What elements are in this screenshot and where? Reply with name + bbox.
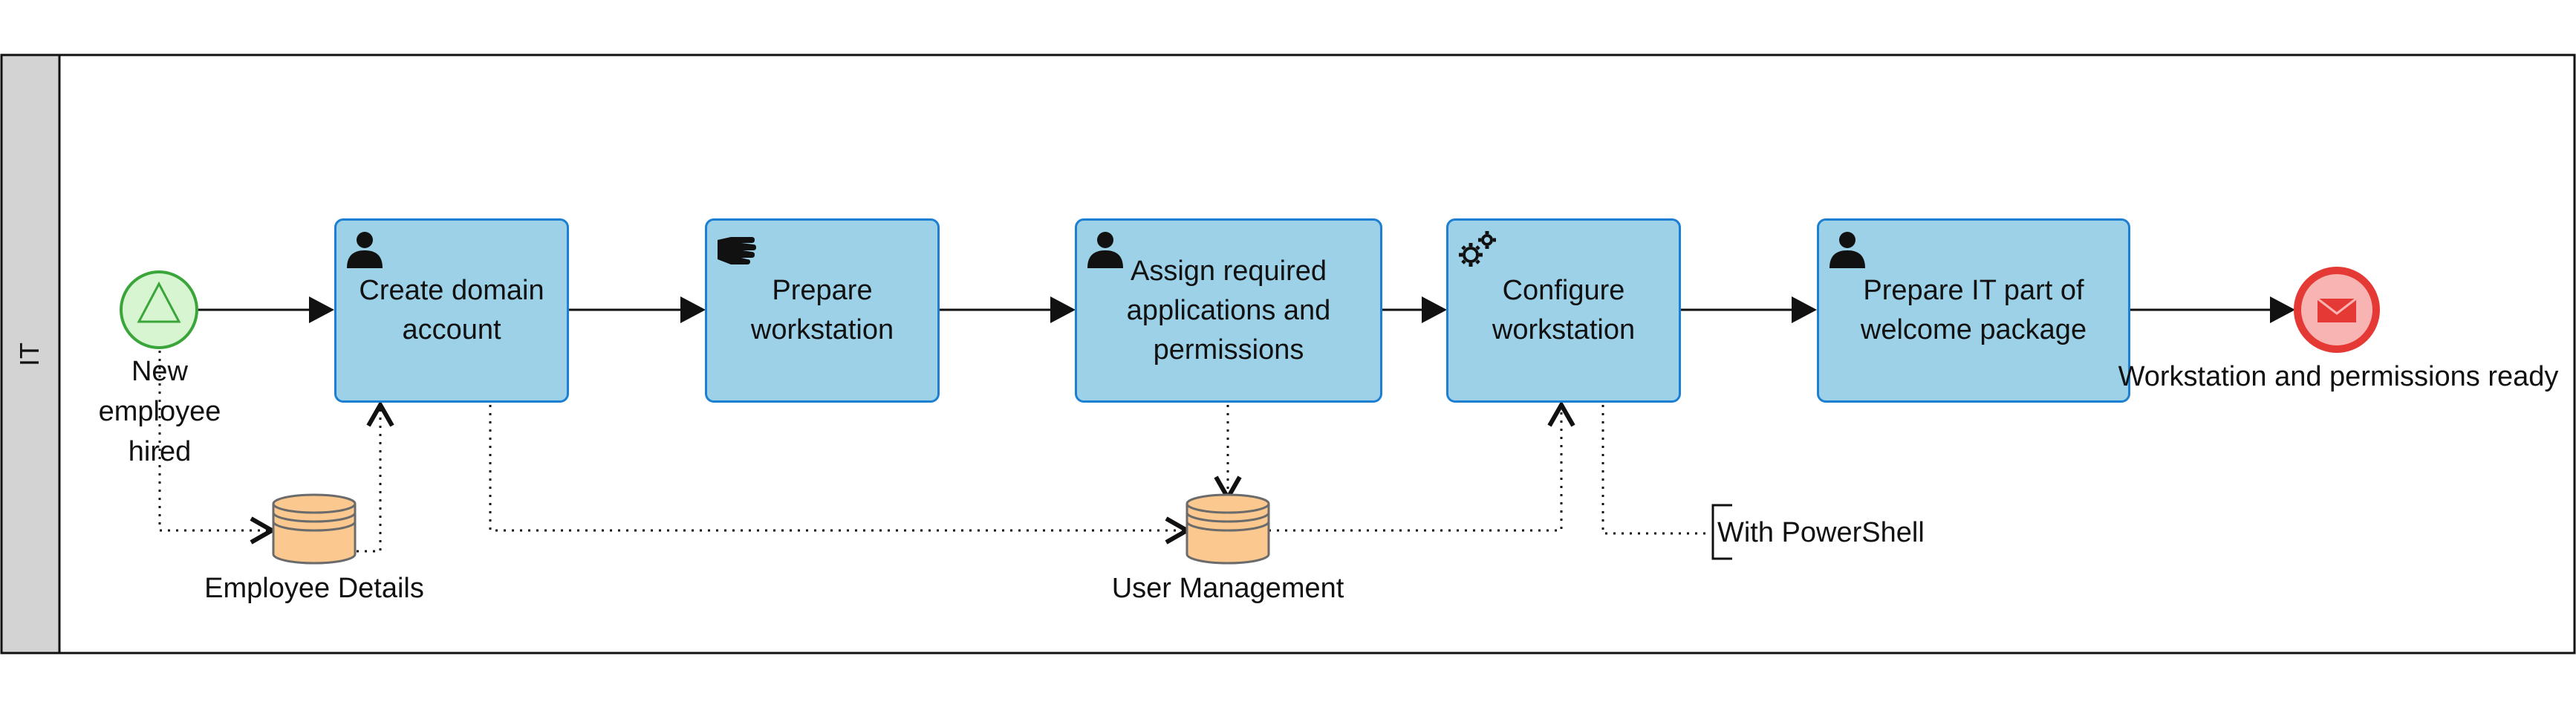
open-arrowhead xyxy=(1547,400,1575,427)
association-user-management-to-configure[interactable] xyxy=(1269,405,1563,532)
start-event-label-line: hired xyxy=(128,436,192,467)
task-label-line: workstation xyxy=(1492,314,1636,345)
task-label-line: permissions xyxy=(1153,334,1304,366)
association-configure-to-annotation[interactable] xyxy=(1601,405,1711,535)
task-label-line: Create domain xyxy=(359,275,544,306)
annotation-bracket xyxy=(1711,504,1732,560)
task-assign-apps-permissions[interactable]: Assign required applications and permiss… xyxy=(1075,218,1382,403)
start-event-label-line: New xyxy=(131,356,189,387)
text-annotation[interactable]: With PowerShell xyxy=(1717,517,1925,548)
open-arrowhead xyxy=(250,516,277,545)
task-label-line: Assign required xyxy=(1130,255,1327,287)
data-associations xyxy=(158,351,1711,553)
start-event-label: New employee hired xyxy=(82,351,238,472)
start-event[interactable] xyxy=(120,270,198,349)
flow-arrowhead xyxy=(1422,296,1447,323)
data-store-label-user-management: User Management xyxy=(1111,573,1344,604)
flow-arrowhead xyxy=(309,296,334,323)
task-label-line: workstation xyxy=(750,314,894,345)
task-label-line: Configure xyxy=(1502,275,1625,306)
task-label-line: welcome package xyxy=(1860,314,2087,345)
service-gears-icon xyxy=(1459,231,1496,267)
task-prepare-welcome-package[interactable]: Prepare IT part of welcome package xyxy=(1817,218,2130,403)
user-icon xyxy=(1087,232,1123,268)
task-label-line: account xyxy=(402,314,501,345)
user-icon xyxy=(1829,232,1865,268)
task-label-line: applications and xyxy=(1126,294,1331,326)
flow-arrowhead xyxy=(1792,296,1817,323)
data-store-employee-details[interactable] xyxy=(272,493,357,565)
association-start-to-employee-details[interactable] xyxy=(158,351,272,532)
lane-label: IT xyxy=(14,342,45,366)
flow-arrowhead xyxy=(2270,296,2295,323)
flow-arrowhead xyxy=(1050,296,1076,323)
task-label-line: Prepare xyxy=(772,275,873,306)
task-create-domain-account[interactable]: Create domain account xyxy=(334,218,569,403)
association-create-to-user-management[interactable] xyxy=(489,405,1187,532)
flow-arrowhead xyxy=(680,296,706,323)
task-label-line: Prepare IT part of xyxy=(1863,275,2084,306)
task-prepare-workstation[interactable]: Prepare workstation xyxy=(705,218,940,403)
start-event-label-line: employee xyxy=(98,396,221,427)
lane-header-label: IT xyxy=(0,55,59,653)
open-arrowhead xyxy=(366,400,394,427)
data-store-label-employee-details: Employee Details xyxy=(204,573,424,604)
end-event[interactable] xyxy=(2294,267,2380,353)
user-icon xyxy=(347,232,383,268)
end-event-label: Workstation and permissions ready xyxy=(2118,361,2559,392)
signal-triangle-icon xyxy=(137,281,181,323)
data-store-user-management[interactable] xyxy=(1185,493,1270,565)
manual-hand-icon xyxy=(718,237,756,264)
task-configure-workstation[interactable]: Configure workstation xyxy=(1446,218,1681,403)
envelope-icon xyxy=(2317,297,2357,322)
sequence-flows xyxy=(197,296,2295,323)
lane-header xyxy=(0,53,61,655)
